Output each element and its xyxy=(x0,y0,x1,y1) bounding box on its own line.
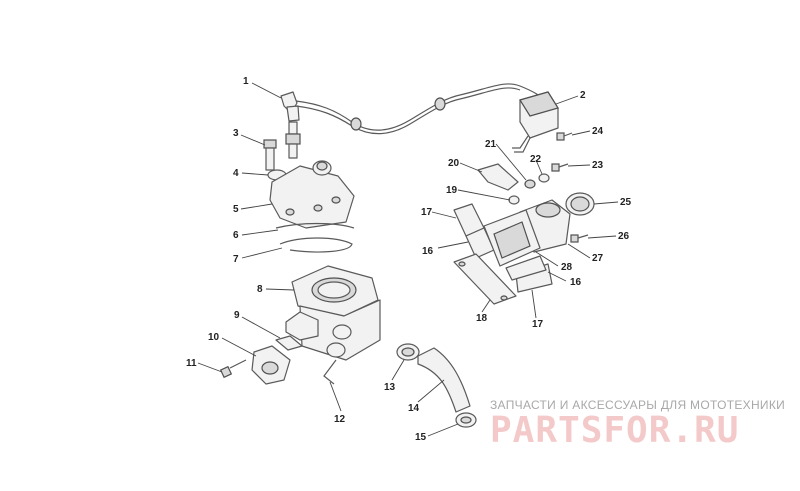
head-o-ring xyxy=(279,237,353,253)
callout-11: 11 xyxy=(186,358,197,369)
callout-28: 28 xyxy=(561,262,573,273)
callout-4: 4 xyxy=(233,168,239,179)
callout-12: 12 xyxy=(334,414,346,425)
callout-5: 5 xyxy=(233,204,239,215)
reed-spacer-lower xyxy=(505,255,547,281)
callout-21: 21 xyxy=(485,139,497,150)
spark-plug xyxy=(285,121,301,159)
callout-25: 25 xyxy=(620,197,632,208)
callout-9: 9 xyxy=(234,310,240,321)
head-stud xyxy=(263,139,277,171)
hose-clamp-upper xyxy=(396,343,420,361)
spark-plug-cap-and-lead xyxy=(280,91,461,135)
exhaust-flange xyxy=(251,345,291,385)
callout-8: 8 xyxy=(257,284,263,295)
callout-3: 3 xyxy=(233,128,239,139)
head-gasket xyxy=(275,222,355,229)
cylinder-bracket xyxy=(323,359,337,385)
nut-21 xyxy=(524,179,536,189)
callout-6: 6 xyxy=(233,230,239,241)
watermark-tagline: ЗАПЧАСТИ И АКСЕССУАРЫ ДЛЯ МОТОТЕХНИКИ xyxy=(490,398,786,412)
callout-10: 10 xyxy=(208,332,220,343)
callout-26: 26 xyxy=(618,231,630,242)
washer-19 xyxy=(508,195,520,205)
callout-15: 15 xyxy=(415,432,427,443)
flange-bolt xyxy=(219,359,247,379)
hose-clamp-lower xyxy=(455,412,477,428)
washer-22 xyxy=(538,173,550,183)
callout-16-upper: 16 xyxy=(422,246,434,257)
callout-20: 20 xyxy=(448,158,460,169)
coil-bracket xyxy=(477,163,519,191)
ignition-coil xyxy=(459,83,559,153)
screw-23 xyxy=(551,163,569,172)
leader-lines xyxy=(197,82,619,437)
callout-17-lower: 17 xyxy=(532,319,544,330)
callout-18: 18 xyxy=(476,313,488,324)
callout-27: 27 xyxy=(592,253,604,264)
callout-14: 14 xyxy=(408,403,420,414)
callout-23: 23 xyxy=(592,160,604,171)
intake-clamp xyxy=(565,192,595,216)
callout-labels: 1 2 3 4 5 6 7 8 9 10 11 12 13 14 15 16 1… xyxy=(186,76,632,443)
reed-valve-block xyxy=(483,209,541,267)
reed-mounting-plate xyxy=(453,253,517,305)
callout-7: 7 xyxy=(233,254,239,265)
callout-24: 24 xyxy=(592,126,604,137)
callout-19: 19 xyxy=(446,185,458,196)
callout-17-upper: 17 xyxy=(421,207,433,218)
cylinder-head xyxy=(269,160,355,229)
callout-2: 2 xyxy=(580,90,586,101)
watermark-logo: PARTSFOR.RU xyxy=(490,410,740,451)
intake-gasket xyxy=(275,335,303,351)
callout-1: 1 xyxy=(243,76,249,87)
callout-22: 22 xyxy=(530,154,542,165)
callout-16-lower: 16 xyxy=(570,277,582,288)
callout-13: 13 xyxy=(384,382,396,393)
screw-26 xyxy=(570,234,589,243)
cylinder xyxy=(285,265,381,361)
screw-24 xyxy=(556,132,573,141)
